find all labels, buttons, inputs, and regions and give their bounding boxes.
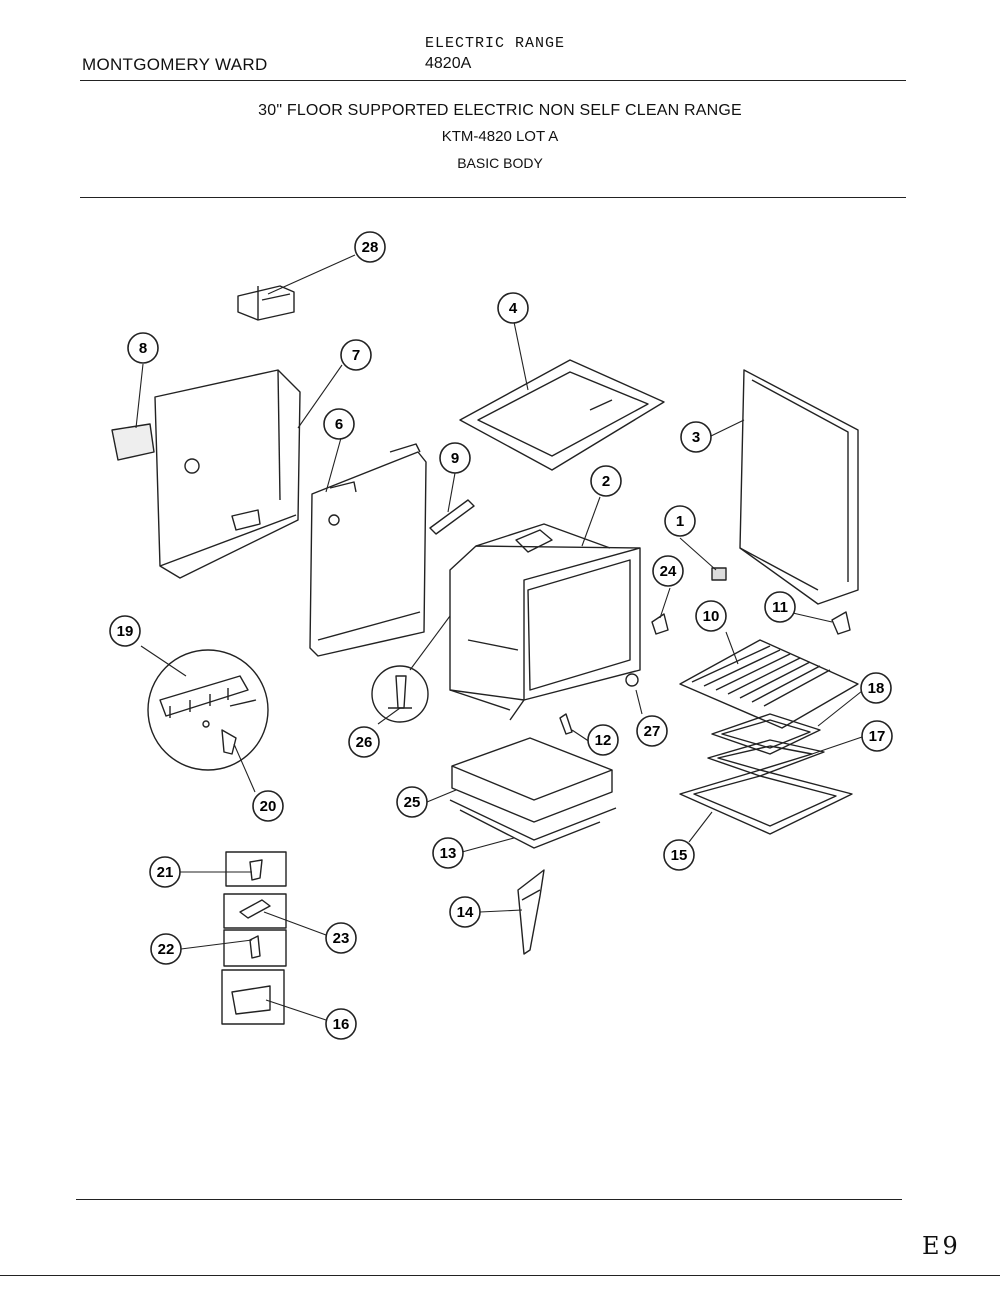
part-26-detail-circle: [371, 665, 429, 723]
callout-1: 1: [664, 505, 696, 537]
callout-label: 17: [869, 728, 886, 745]
callout-label: 23: [333, 930, 350, 947]
part-15-liner: [679, 769, 853, 835]
callout-label: 3: [692, 429, 700, 446]
footer-rule: [76, 1199, 902, 1200]
callout-label: 2: [602, 473, 610, 490]
callout-6: 6: [323, 408, 355, 440]
callout-19: 19: [109, 615, 141, 647]
callout-label: 18: [868, 680, 885, 697]
part-19-20-detail-circle: [147, 649, 269, 771]
parts-21-23-22-16-boxes: [221, 851, 287, 1025]
callout-label: 27: [644, 723, 661, 740]
callout-label: 12: [595, 732, 612, 749]
part-12-pin: [559, 713, 573, 735]
product-category: ELECTRIC RANGE: [425, 35, 566, 52]
callout-label: 1: [676, 513, 684, 530]
callout-14: 14: [449, 896, 481, 928]
bottom-edge-rule: [0, 1275, 1000, 1276]
callout-label: 25: [404, 794, 421, 811]
callout-label: 24: [660, 563, 677, 580]
callout-18: 18: [860, 672, 892, 704]
callout-17: 17: [861, 720, 893, 752]
callout-21: 21: [149, 856, 181, 888]
callout-label: 16: [333, 1016, 350, 1033]
title-rule: [80, 197, 906, 198]
part-14-bracket: [517, 869, 545, 955]
callout-16: 16: [325, 1008, 357, 1040]
callout-9: 9: [439, 442, 471, 474]
part-2-body: [449, 523, 641, 721]
part-17-grid: [707, 739, 825, 777]
callout-label: 21: [157, 864, 174, 881]
part-3-door-frame: [739, 369, 859, 605]
part-28-bracket: [237, 285, 295, 321]
callout-20: 20: [252, 790, 284, 822]
callout-label: 7: [352, 347, 360, 364]
callout-label: 8: [139, 340, 147, 357]
callout-8: 8: [127, 332, 159, 364]
callout-label: 11: [772, 599, 788, 616]
part-8-plug: [111, 423, 155, 461]
brand-name: MONTGOMERY WARD: [82, 55, 268, 74]
callout-24: 24: [652, 555, 684, 587]
callout-label: 9: [451, 450, 459, 467]
part-18-pan: [711, 713, 821, 755]
callout-23: 23: [325, 922, 357, 954]
callout-28: 28: [354, 231, 386, 263]
callout-22: 22: [150, 933, 182, 965]
part-4-top: [459, 359, 665, 471]
diagram-section: BASIC BODY: [457, 155, 543, 171]
callout-25: 25: [396, 786, 428, 818]
callout-label: 10: [703, 608, 720, 625]
callout-27: 27: [636, 715, 668, 747]
model-number: 4820A: [425, 55, 472, 72]
callout-2: 2: [590, 465, 622, 497]
header-rule: [80, 80, 906, 81]
part-25-drawer: [451, 737, 613, 823]
callout-3: 3: [680, 421, 712, 453]
callout-13: 13: [432, 837, 464, 869]
part-13-base: [449, 799, 617, 849]
callout-label: 6: [335, 416, 343, 433]
part-6-back-panel: [309, 443, 427, 657]
callout-label: 13: [440, 845, 457, 862]
diagram-lot: KTM-4820 LOT A: [441, 128, 559, 145]
callout-label: 20: [260, 798, 277, 815]
callout-15: 15: [663, 839, 695, 871]
callout-label: 22: [158, 941, 175, 958]
callout-11: 11: [764, 591, 796, 623]
callout-label: 15: [671, 847, 688, 864]
part-1-knob: [711, 567, 727, 581]
callout-10: 10: [695, 600, 727, 632]
callout-label: 26: [356, 734, 373, 751]
part-27-leveler: [625, 673, 639, 687]
callout-label: 19: [117, 623, 134, 640]
callout-12: 12: [587, 724, 619, 756]
part-7-side-panel: [154, 369, 301, 579]
callout-label: 14: [457, 904, 474, 921]
page-code: E9: [922, 1232, 961, 1260]
diagram-title: 30" FLOOR SUPPORTED ELECTRIC NON SELF CL…: [258, 102, 742, 119]
callout-7: 7: [340, 339, 372, 371]
callout-26: 26: [348, 726, 380, 758]
callout-4: 4: [497, 292, 529, 324]
callout-label: 4: [509, 300, 518, 317]
part-11-clip: [831, 611, 851, 635]
part-9-strip: [429, 499, 475, 535]
callout-label: 28: [362, 239, 379, 256]
part-10-rack: [679, 639, 859, 729]
leader-lines: [135, 254, 863, 1021]
